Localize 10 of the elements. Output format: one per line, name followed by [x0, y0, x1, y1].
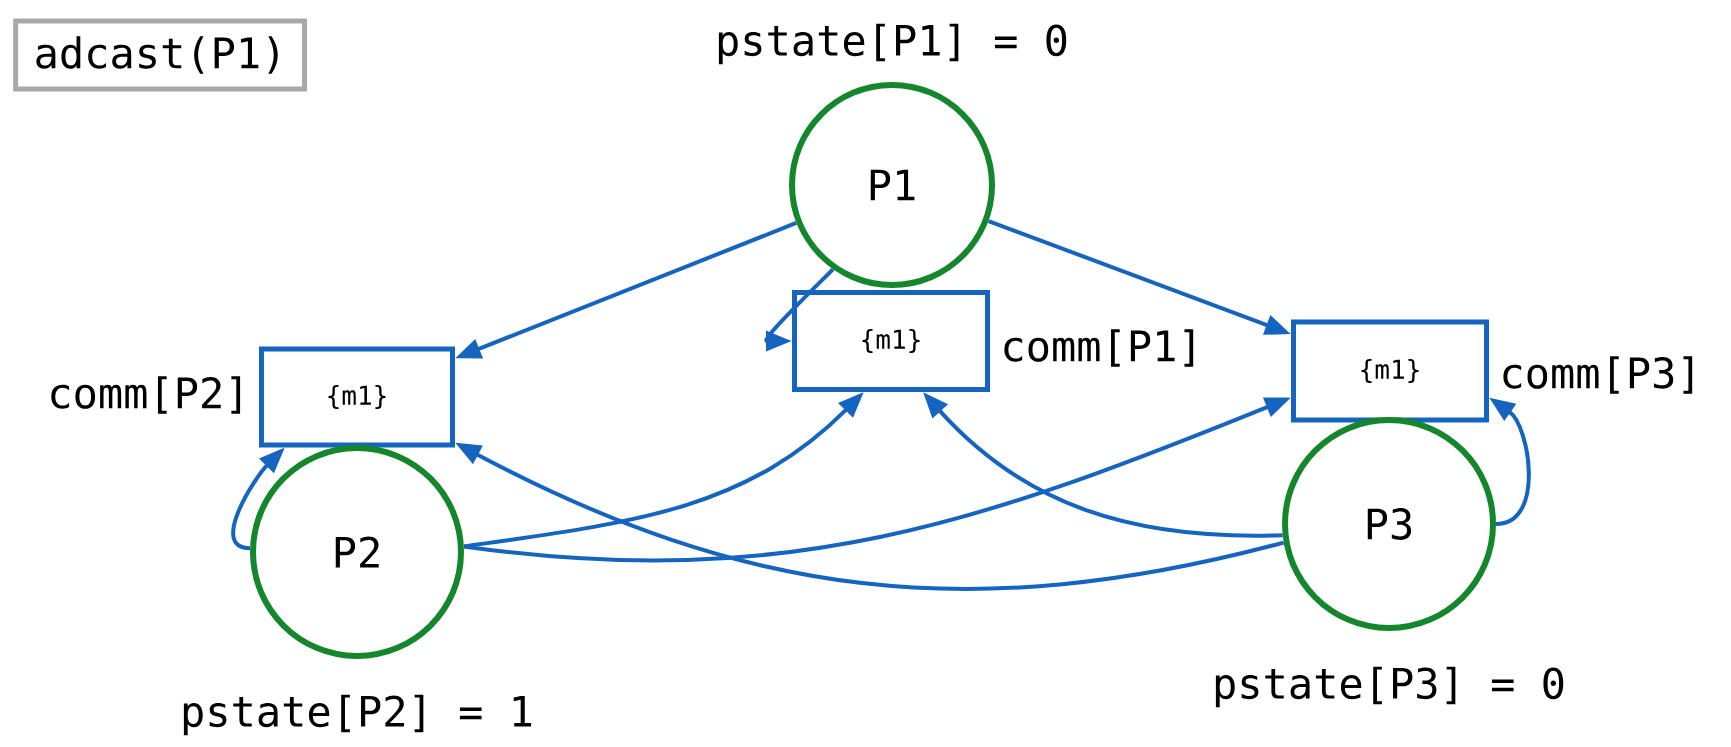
side-label: comm[P1] — [1004, 329, 1194, 367]
command-box: adcast(P1) — [13, 18, 307, 92]
side-label: pstate[P2] = 1 — [183, 694, 532, 736]
buffer-box: {m1} — [792, 290, 990, 392]
side-label: comm[P3] — [1503, 356, 1693, 394]
side-label: pstate[P1] = 0 — [718, 23, 1067, 65]
buffer-box: {m1} — [259, 346, 455, 448]
side-label: pstate[P3] = 0 — [1215, 666, 1564, 708]
buffer-box: {m1} — [1291, 319, 1489, 423]
side-label: comm[P2] — [51, 376, 241, 414]
